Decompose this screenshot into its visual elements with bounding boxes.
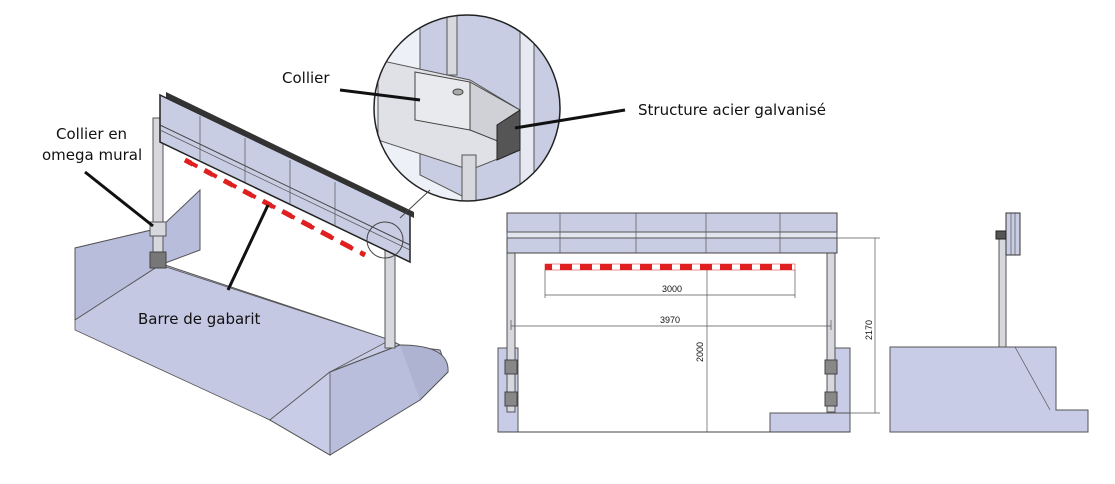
callouts: Collier Structure acier galvanisé Collie… <box>42 69 826 328</box>
side-panel <box>1005 212 1021 256</box>
front-foot-left-1 <box>504 359 518 375</box>
leader-structure <box>514 108 626 130</box>
label-structure: Structure acier galvanisé <box>638 101 826 119</box>
dim-3970-label: 3970 <box>660 315 680 325</box>
isometric-view <box>74 92 449 456</box>
ramp-curve <box>399 344 449 401</box>
label-collier-mural-line1: Collier en <box>56 125 127 143</box>
front-elevation: 3000 3970 2000 2170 <box>497 212 880 433</box>
front-foot-left-2 <box>504 391 518 407</box>
top-panel-edge <box>166 92 414 218</box>
panel-rail <box>159 124 411 246</box>
label-collier-mural-line2: omega mural <box>42 146 142 164</box>
front-foot-right-1 <box>824 359 838 375</box>
front-foot-right-2 <box>824 391 838 407</box>
detail-marker <box>366 221 404 259</box>
ramp-top <box>269 371 331 456</box>
panel-rail-2 <box>159 129 411 251</box>
left-collar <box>149 221 167 237</box>
side-ground <box>889 346 1089 433</box>
label-collier: Collier <box>282 69 330 87</box>
leader-collier <box>339 88 421 102</box>
detail-zoom <box>373 14 561 219</box>
dim-2170-label: 2170 <box>864 320 874 340</box>
dim-3000-label: 3000 <box>662 284 682 294</box>
right-post <box>384 247 396 349</box>
side-slope-line <box>1014 346 1051 411</box>
dim-2000-label: 2000 <box>695 342 705 362</box>
tube-end <box>496 109 521 161</box>
leader-collier-mural <box>84 170 154 228</box>
front-ground-right-step <box>769 412 851 433</box>
gauge-bar-red <box>184 158 366 257</box>
side-collar <box>995 230 1007 240</box>
label-barre: Barre de gabarit <box>138 310 260 328</box>
left-foot <box>149 251 167 269</box>
side-post <box>998 232 1007 348</box>
front-gauge-bar <box>544 263 796 271</box>
front-rail <box>506 231 838 239</box>
zoom-connector <box>399 189 431 219</box>
side-elevation <box>889 212 1089 433</box>
leader-barre <box>226 204 270 291</box>
